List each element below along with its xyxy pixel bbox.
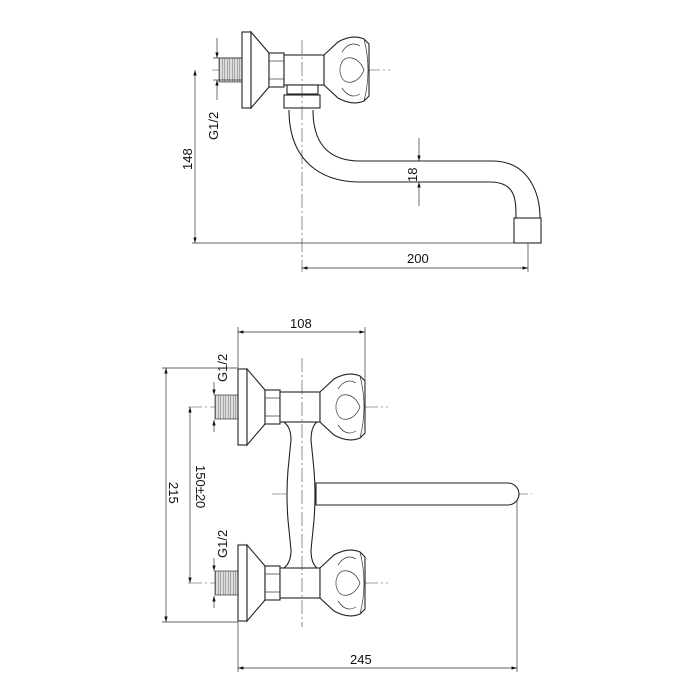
- spout-connector: [286, 84, 319, 95]
- spout-nozzle: [513, 217, 542, 244]
- front-reach-label: 245: [350, 652, 372, 667]
- spout-outer-edge: [288, 109, 517, 219]
- front-view: 108 G1/2 G1/2 215 150±20 245: [162, 316, 532, 672]
- tube-diameter-label: 18: [405, 168, 420, 182]
- mixer-body: [279, 419, 321, 571]
- spout-tube: [315, 482, 520, 506]
- side-view: G1/2 148 18 200: [180, 31, 542, 272]
- side-height-label: 148: [180, 148, 195, 170]
- bottom-thread-label: G1/2: [215, 530, 230, 558]
- side-reach-label: 200: [407, 251, 429, 266]
- front-width-label: 108: [290, 316, 312, 331]
- spout-inner-edge: [312, 109, 541, 219]
- valve-spacing-label: 150±20: [193, 465, 208, 508]
- side-thread-label: G1/2: [206, 112, 221, 140]
- front-height-label: 215: [166, 482, 181, 504]
